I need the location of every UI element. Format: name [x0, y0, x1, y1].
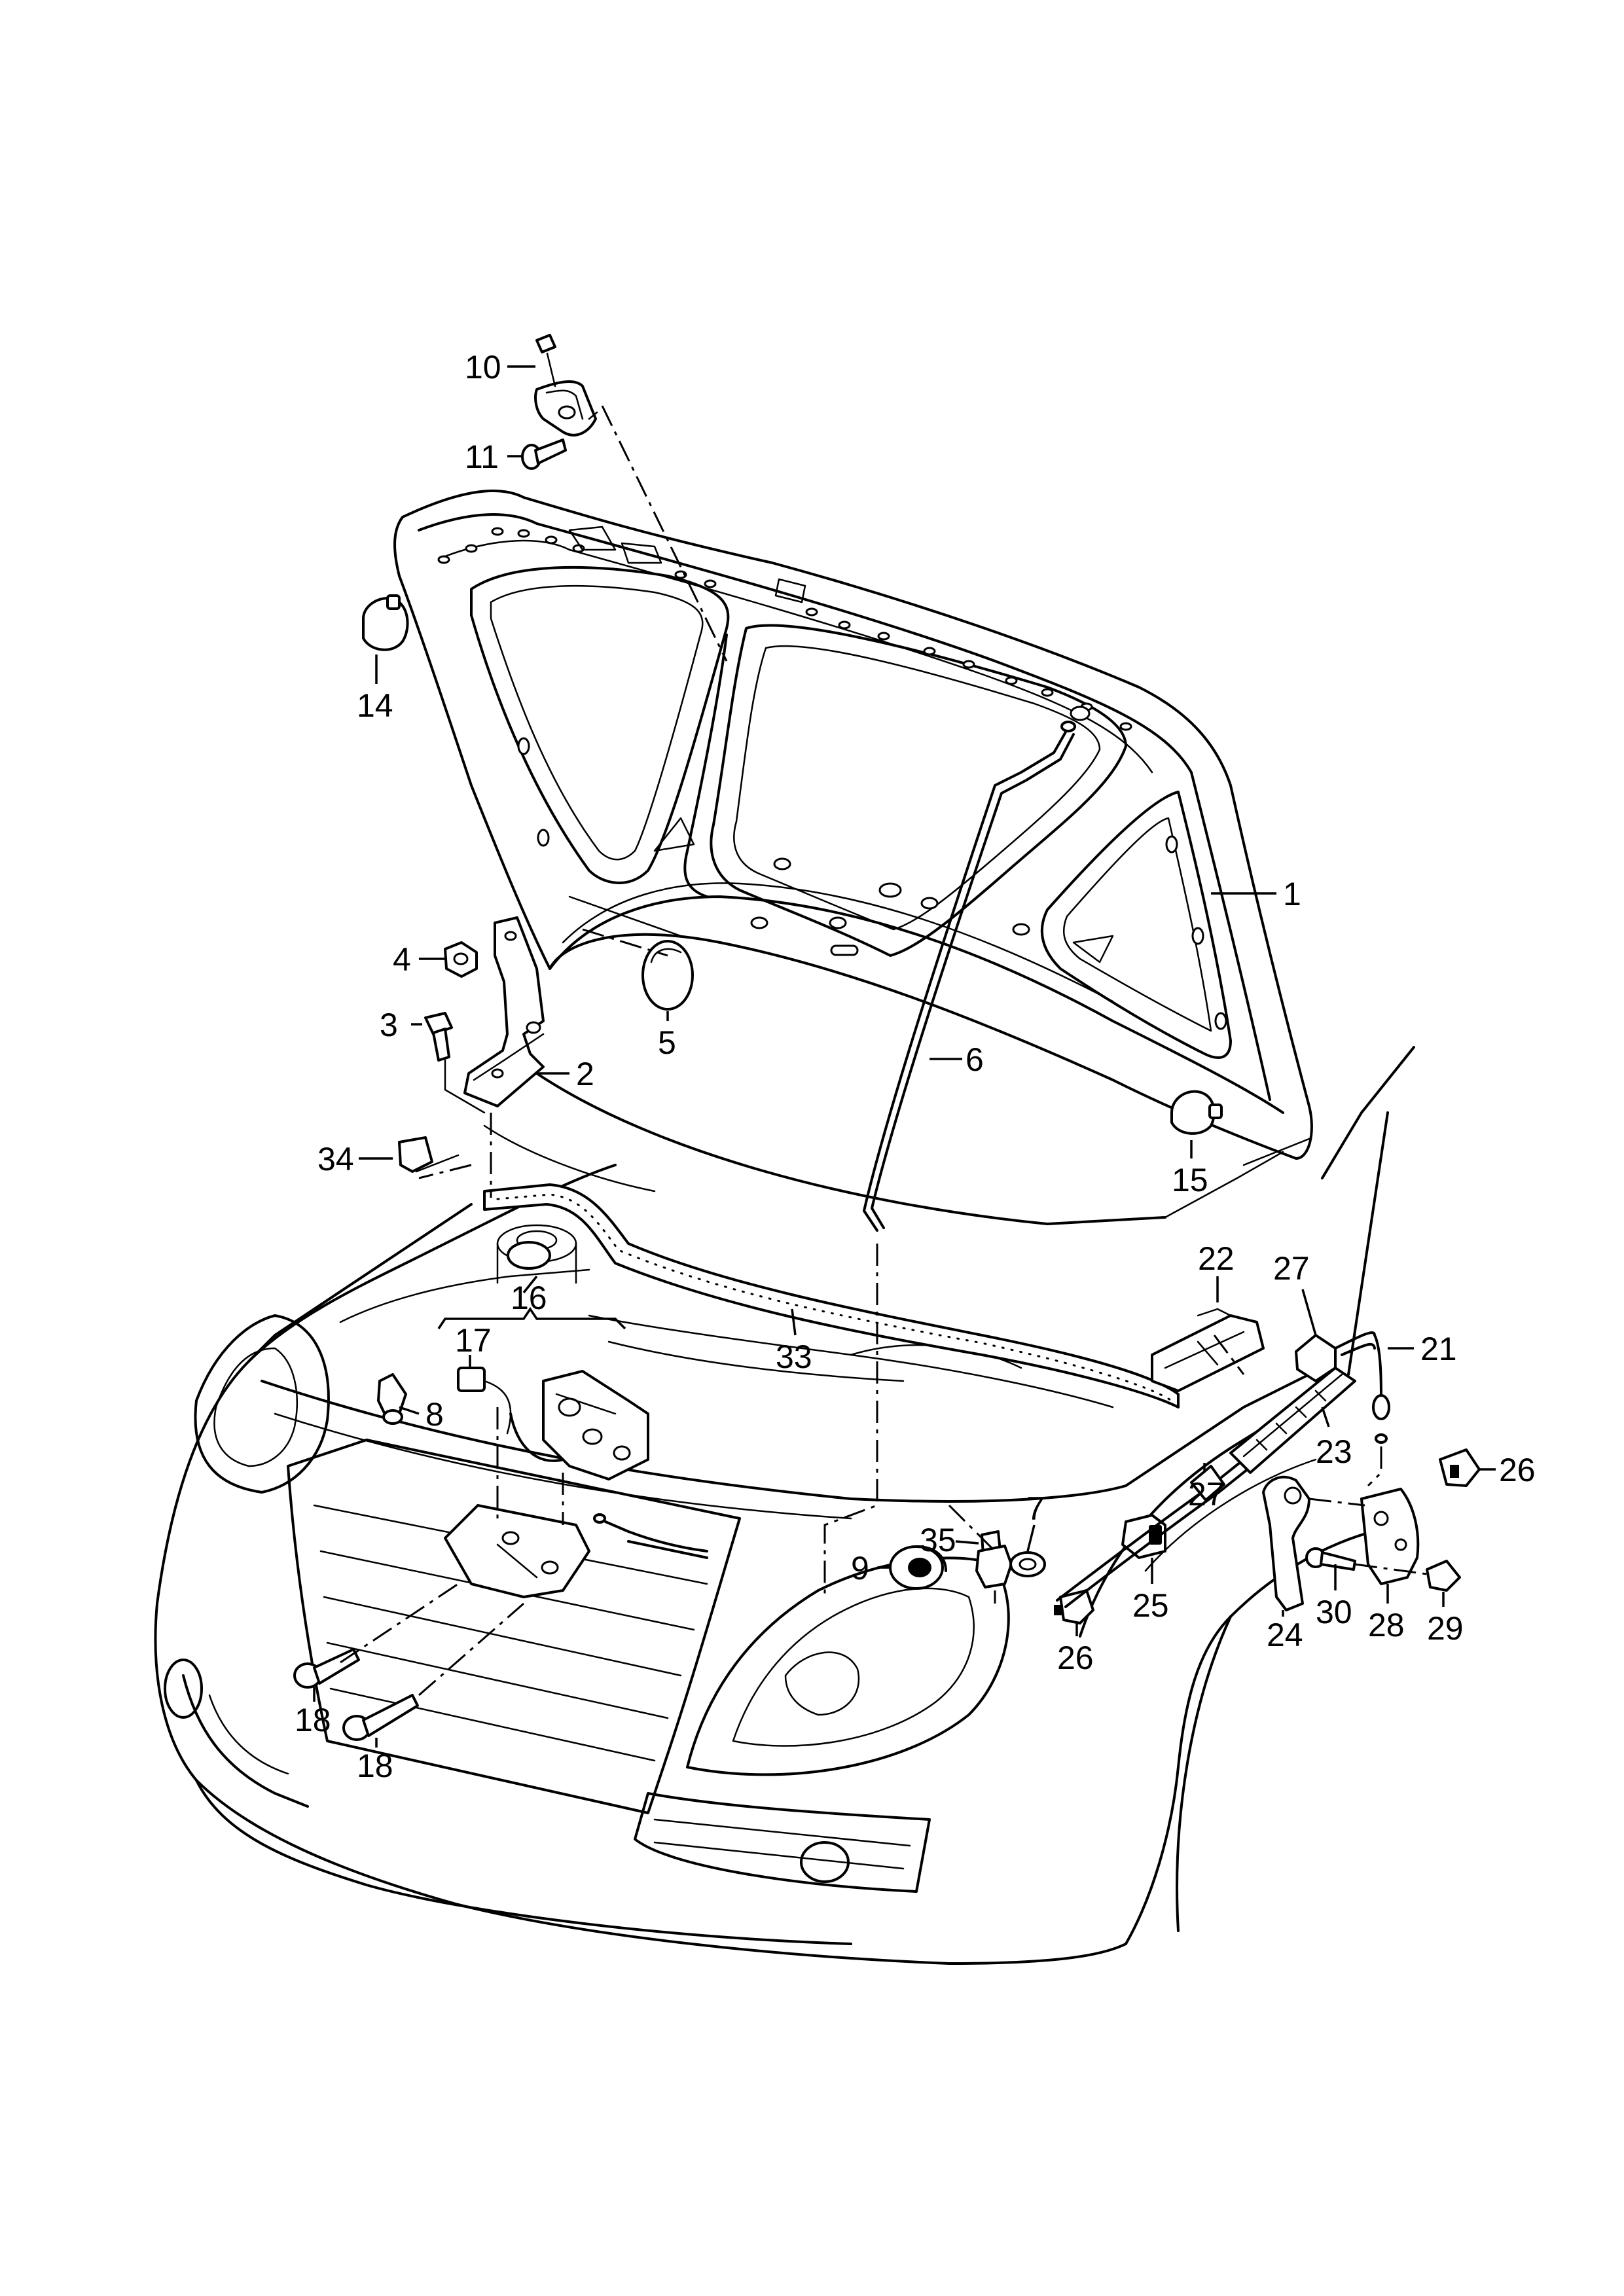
callout-10: 10: [465, 349, 501, 386]
callout-22: 22: [1198, 1240, 1235, 1277]
callout-5: 5: [658, 1024, 676, 1061]
callout-3: 3: [380, 1007, 398, 1043]
release-cable-21: [1056, 1331, 1390, 1608]
stud-35: [975, 1530, 1013, 1588]
callout-21: 21: [1420, 1331, 1457, 1367]
rubber-buffer-14: [362, 594, 409, 651]
callout-1: 1: [1283, 876, 1301, 912]
assembly-lines: [340, 405, 1428, 1696]
callout-15: 15: [1172, 1162, 1208, 1198]
clip-26-right: [1439, 1448, 1481, 1487]
callout-labels: 1 2 3 4 5 6 7 8 9 10 11 14 15 16 17 18 1…: [295, 349, 1536, 1784]
car-front-body: [154, 1046, 1415, 1965]
clip-26-lower: [1054, 1589, 1094, 1624]
callout-18-upper: 18: [295, 1702, 331, 1738]
screw-11: [521, 439, 567, 470]
cover-23: [1229, 1367, 1356, 1474]
callout-14: 14: [357, 687, 393, 724]
lever-24: [1262, 1475, 1310, 1611]
callout-27-upper: 27: [1273, 1250, 1310, 1287]
nut-4: [444, 941, 478, 978]
lock-carrier: [444, 1504, 590, 1598]
component-16: [507, 1241, 551, 1270]
callout-7: 7: [1026, 1490, 1045, 1527]
leader-lines: [313, 365, 1496, 1748]
bolt-18-upper: [293, 1648, 360, 1689]
callout-23: 23: [1316, 1433, 1352, 1470]
hood-panel: [393, 490, 1313, 1160]
callout-9: 9: [851, 1550, 869, 1587]
callout-33: 33: [776, 1338, 812, 1375]
cap-5: [641, 940, 694, 1011]
callout-29: 29: [1427, 1610, 1464, 1647]
callout-8: 8: [425, 1396, 444, 1433]
bracket-28: [1360, 1488, 1420, 1585]
washer-7: [1009, 1551, 1046, 1577]
callout-24: 24: [1267, 1617, 1303, 1653]
clip-8: [377, 1373, 407, 1425]
callout-18-lower: 18: [357, 1748, 393, 1784]
rubber-buffer-15: [1170, 1090, 1223, 1135]
callout-30: 30: [1316, 1594, 1352, 1630]
callout-28: 28: [1368, 1607, 1405, 1643]
bolt-3: [424, 1012, 453, 1062]
connector-17: [457, 1367, 512, 1435]
callout-26-lower: 26: [1057, 1640, 1094, 1676]
grommet-9: [889, 1545, 947, 1590]
bolt-18-lower: [342, 1694, 419, 1741]
hood-seal-33: [483, 1183, 1180, 1408]
clip-34: [398, 1136, 433, 1173]
hood-prop-rod-6: [863, 721, 1076, 1232]
callout-34: 34: [317, 1141, 354, 1177]
hood-lock: [509, 1370, 649, 1480]
callout-2: 2: [576, 1056, 594, 1092]
hood-hinge-2: [463, 916, 545, 1107]
callout-26-right: 26: [1499, 1452, 1536, 1488]
callout-6: 6: [965, 1041, 984, 1078]
callout-17: 17: [455, 1322, 492, 1359]
callout-35: 35: [920, 1522, 956, 1558]
callout-25: 25: [1132, 1587, 1169, 1624]
release-handle-22: [1151, 1308, 1265, 1392]
release-cable-lower: [593, 1513, 708, 1559]
callout-11: 11: [465, 439, 499, 475]
hood-safety-catch-bracket: [534, 334, 598, 437]
callout-27-lower: 27: [1188, 1476, 1225, 1513]
callout-16: 16: [511, 1280, 547, 1316]
screw-30: [1305, 1547, 1356, 1571]
clip-29: [1426, 1560, 1461, 1592]
callout-4: 4: [393, 941, 411, 978]
